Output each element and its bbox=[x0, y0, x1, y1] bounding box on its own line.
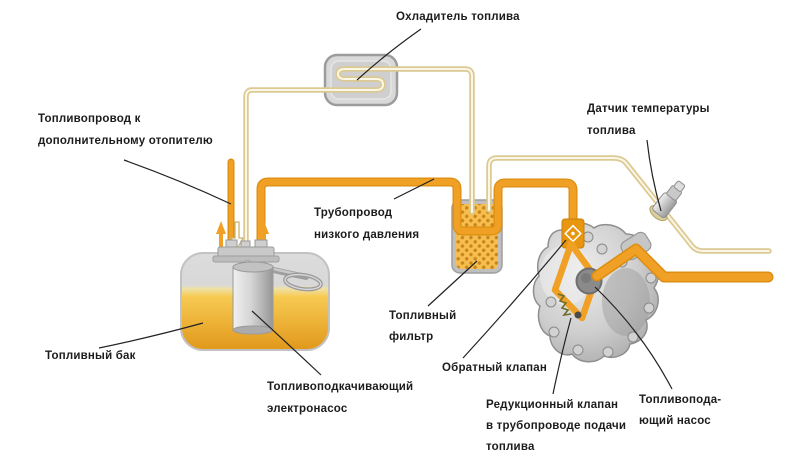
supply-outlet-pipe bbox=[591, 243, 774, 283]
leader-line-fuel-filter bbox=[427, 260, 478, 307]
label-heater-pipe: Топливопровод к дополнительному отопител… bbox=[38, 113, 213, 147]
label-fuel-cooler-text: Охладитель топлива bbox=[396, 11, 520, 23]
leader-line-cooler bbox=[356, 28, 422, 81]
return-pipe-b bbox=[486, 155, 772, 254]
supply-pipe-main bbox=[256, 177, 578, 252]
label-check-valve: Обратный клапан bbox=[442, 362, 548, 374]
leader-line-fuel-tank bbox=[98, 322, 204, 349]
tank-flange bbox=[212, 239, 280, 263]
label-fuel-filter: Топливный фильтр bbox=[389, 310, 457, 343]
leader-line-pressure-valve bbox=[552, 317, 572, 395]
label-temp-sensor: Датчик температуры топлива bbox=[587, 103, 710, 137]
label-fuel-cooler: Охладитель топлива bbox=[396, 7, 520, 28]
label-low-pressure-pipe: Трубопровод низкого давления bbox=[314, 207, 420, 241]
pump-port-inner bbox=[581, 273, 591, 283]
leader-line-temp-sensor bbox=[646, 139, 662, 212]
label-supply-pump: Топливопода- ющий насос bbox=[639, 394, 722, 427]
fuel-filter-shape bbox=[451, 199, 503, 274]
temp-sensor-shape bbox=[649, 180, 686, 222]
leader-line-electric-pump bbox=[251, 310, 322, 376]
check-valve-shape bbox=[561, 218, 585, 249]
leader-line-check-valve bbox=[462, 239, 567, 359]
pressure-valve-loop bbox=[551, 240, 600, 322]
pressure-valve-spring-icon bbox=[557, 293, 572, 317]
return-pipe-a bbox=[243, 66, 475, 255]
flow-arrow-up-icon bbox=[216, 221, 226, 248]
label-fuel-tank: Топливный бак bbox=[45, 350, 136, 362]
label-pressure-valve: Редукционный клапан в трубопроводе подач… bbox=[486, 399, 627, 453]
leader-line-low-pressure bbox=[393, 178, 435, 200]
leader-line-supply-pump bbox=[594, 286, 673, 390]
label-electric-pump: Топливоподкачивающий электронасос bbox=[267, 381, 414, 415]
leader-line-heater bbox=[123, 159, 232, 205]
filter-media bbox=[456, 204, 498, 269]
fuel-pump-cylinder bbox=[232, 261, 274, 335]
